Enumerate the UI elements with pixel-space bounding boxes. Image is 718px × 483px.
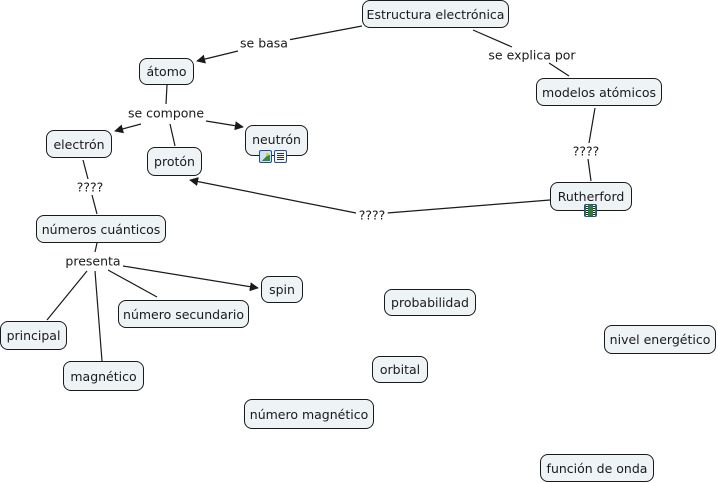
concept-label: Estructura electrónica — [366, 6, 505, 22]
video-icon[interactable] — [584, 204, 597, 217]
rutherford-resources — [584, 204, 597, 217]
linking-phrase-se-explica-por[interactable]: se explica por — [486, 47, 578, 63]
concept-atomo[interactable]: átomo — [139, 58, 194, 85]
concept-probabilidad[interactable]: probabilidad — [384, 289, 476, 316]
link-rutherford-q — [386, 199, 551, 214]
concept-label: neutrón — [252, 132, 301, 147]
concept-label: protón — [154, 154, 195, 169]
link-secompone-proton — [169, 123, 176, 147]
concept-label: magnético — [70, 368, 137, 384]
link-secompone-neutron — [205, 120, 244, 131]
concept-modelos-atomicos[interactable]: modelos atómicos — [536, 78, 662, 106]
link-estructura-seexplica — [472, 29, 513, 48]
linking-phrase-se-basa[interactable]: se basa — [238, 35, 290, 51]
neutron-resources — [259, 150, 287, 163]
concept-numero-secundario[interactable]: número secundario — [118, 300, 249, 328]
concept-label: principal — [6, 328, 61, 343]
concept-label: función de onda — [546, 460, 648, 476]
link-seexplica-modelos — [548, 62, 570, 77]
linking-phrase-modelos-rutherford[interactable]: ???? — [570, 143, 602, 159]
link-q-numeros — [91, 194, 98, 215]
concept-magnetico[interactable]: magnético — [63, 361, 144, 391]
concept-label: orbital — [379, 362, 421, 377]
link-sebasa-atomo — [196, 50, 239, 64]
concept-numeros-cuanticos[interactable]: números cuánticos — [36, 215, 166, 243]
concept-label: spin — [269, 282, 295, 297]
concept-label: probabilidad — [391, 295, 469, 310]
concept-label: nivel energético — [609, 332, 711, 347]
link-modelos-q — [588, 107, 596, 144]
concept-label: Rutherford — [557, 189, 625, 204]
linking-phrase-electron-numeros[interactable]: ???? — [74, 179, 106, 195]
concept-numero-magnetico[interactable]: número magnético — [244, 399, 374, 429]
concept-label: electrón — [53, 136, 105, 152]
link-secompone-electron — [114, 123, 142, 134]
concept-estructura-electronica[interactable]: Estructura electrónica — [362, 0, 509, 28]
concept-principal[interactable]: principal — [0, 321, 67, 350]
concept-label: modelos atómicos — [542, 84, 656, 100]
link-presenta-secundario — [107, 269, 158, 298]
concept-nivel-energetico[interactable]: nivel energético — [604, 325, 716, 354]
link-q-rutherford — [587, 158, 592, 182]
link-atomo-secompone — [165, 84, 168, 105]
image-icon[interactable] — [259, 150, 272, 163]
linking-phrase-presenta[interactable]: presenta — [63, 253, 123, 269]
concept-label: número magnético — [249, 406, 369, 422]
link-q-proton — [189, 177, 357, 214]
link-presenta-principal — [46, 270, 88, 321]
link-numeros-presenta — [94, 242, 98, 253]
concept-funcion-de-onda[interactable]: función de onda — [540, 454, 654, 482]
link-presenta-magnetico — [94, 270, 103, 362]
concept-label: número secundario — [123, 306, 244, 322]
link-estructura-sebasa — [287, 25, 363, 41]
link-presenta-spin — [122, 265, 259, 292]
linking-phrase-se-compone[interactable]: se compone — [125, 105, 207, 121]
concept-label: números cuánticos — [41, 221, 161, 237]
link-electron-q — [82, 159, 89, 180]
linking-phrase-rutherford-proton[interactable]: ???? — [356, 207, 388, 223]
concept-spin[interactable]: spin — [261, 276, 303, 303]
concept-proton[interactable]: protón — [147, 147, 202, 176]
concept-orbital[interactable]: orbital — [372, 356, 428, 383]
document-icon[interactable] — [274, 150, 287, 163]
concept-label: átomo — [146, 64, 187, 79]
concept-electron[interactable]: electrón — [46, 130, 112, 158]
